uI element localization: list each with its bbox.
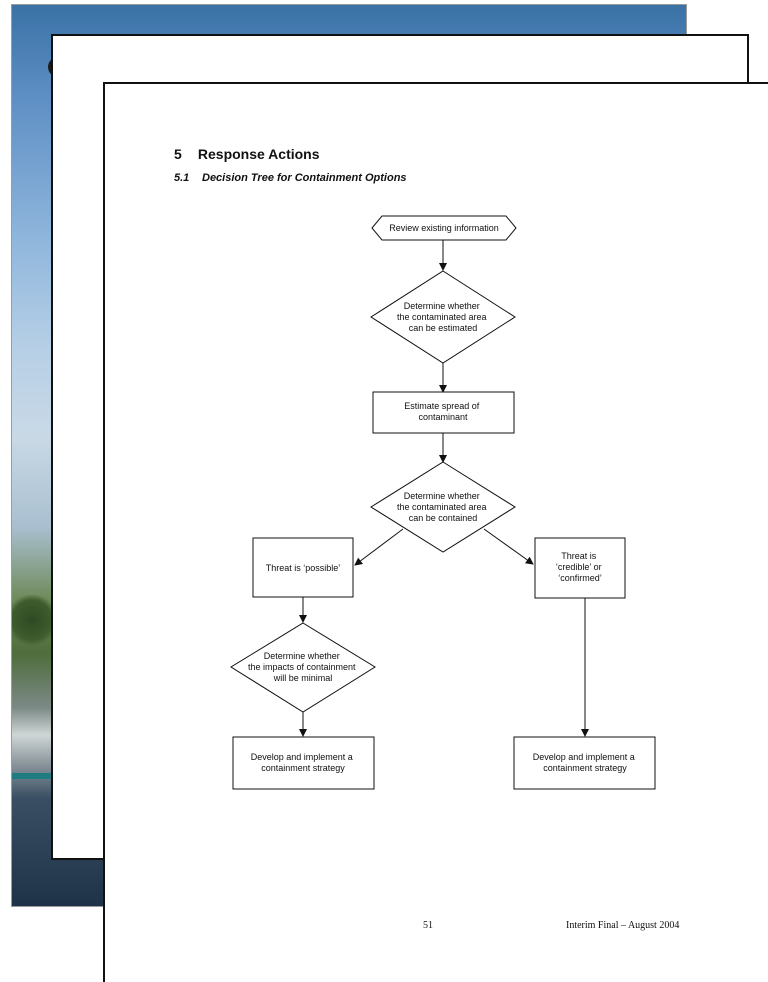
decision-impacts-line-3: will be minimal (273, 673, 333, 683)
review-hexagon (371, 215, 517, 241)
decision-contain-diamond (370, 461, 516, 553)
develop-right-line-1: Develop and implement a (533, 752, 635, 762)
develop-right-box (513, 736, 656, 790)
threat-possible-box (252, 537, 354, 598)
decision-impacts-line-2: the impacts of containment (248, 662, 356, 672)
cover-photo-water (12, 773, 52, 779)
decision-impacts-diamond (230, 622, 376, 713)
review-text: Review existing information (389, 223, 499, 233)
decision-contain-text: Determine whether the contaminated area … (397, 491, 489, 523)
threat-possible-line: Threat is ‘possible’ (266, 563, 341, 573)
decision-estimate-line-1: Determine whether (404, 301, 480, 311)
subsection-heading: 5.1 Decision Tree for Containment Options (174, 172, 407, 184)
estimate-spread-line-2: contaminant (418, 412, 468, 422)
threat-possible-text: Threat is ‘possible’ (266, 563, 341, 573)
connector-contain-to-credible (483, 528, 534, 565)
section-number: 5 (174, 146, 182, 162)
review-line: Review existing information (389, 223, 499, 233)
footer-note: Interim Final – August 2004 (566, 920, 680, 931)
threat-credible-text: Threat is ‘credible’ or ‘confirmed’ (556, 551, 604, 583)
decision-estimate-line-3: can be estimated (409, 323, 478, 333)
threat-credible-line-2: ‘credible’ or (556, 562, 602, 572)
develop-left-line-2: containment strategy (261, 763, 345, 773)
threat-credible-box (534, 537, 626, 599)
estimate-spread-box (372, 391, 515, 434)
develop-right-line-2: containment strategy (543, 763, 627, 773)
estimate-spread-text: Estimate spread of contaminant (404, 401, 482, 422)
develop-left-box (232, 736, 375, 790)
develop-left-text: Develop and implement a containment stra… (251, 752, 356, 773)
section-title: Response Actions (197, 146, 320, 162)
threat-credible-line-3: ‘confirmed’ (558, 573, 602, 583)
section-heading: 5 Response Actions (174, 146, 320, 162)
estimate-spread-line-1: Estimate spread of (404, 401, 480, 411)
decision-estimate-text: Determine whether the contaminated area … (397, 301, 489, 333)
connector-contain-to-possible (354, 528, 404, 566)
subsection-title: Decision Tree for Containment Options (202, 172, 407, 184)
decision-impacts-text: Determine whether the impacts of contain… (248, 651, 358, 683)
decision-contain-line-1: Determine whether (404, 491, 480, 501)
decision-impacts-line-1: Determine whether (264, 651, 340, 661)
threat-credible-line-1: Threat is (561, 551, 597, 561)
decision-contain-line-3: can be contained (409, 513, 478, 523)
develop-left-line-1: Develop and implement a (251, 752, 353, 762)
decision-estimate-diamond (370, 270, 516, 364)
decision-estimate-line-2: the contaminated area (397, 312, 487, 322)
cover-photo-tree (12, 590, 52, 650)
subsection-number: 5.1 (174, 172, 190, 184)
decision-contain-line-2: the contaminated area (397, 502, 487, 512)
footer-page-number: 51 (423, 920, 433, 931)
develop-right-text: Develop and implement a containment stra… (533, 752, 638, 773)
